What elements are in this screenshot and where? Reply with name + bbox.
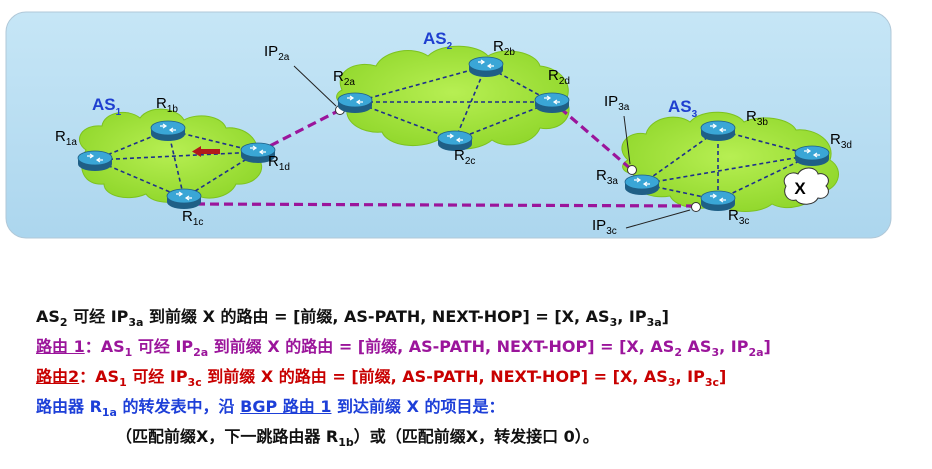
ip3a-interface	[628, 166, 637, 175]
ip3c-interface	[692, 203, 701, 212]
prefix-x-label: X	[794, 179, 806, 198]
prefix-x-cloud	[784, 168, 828, 204]
